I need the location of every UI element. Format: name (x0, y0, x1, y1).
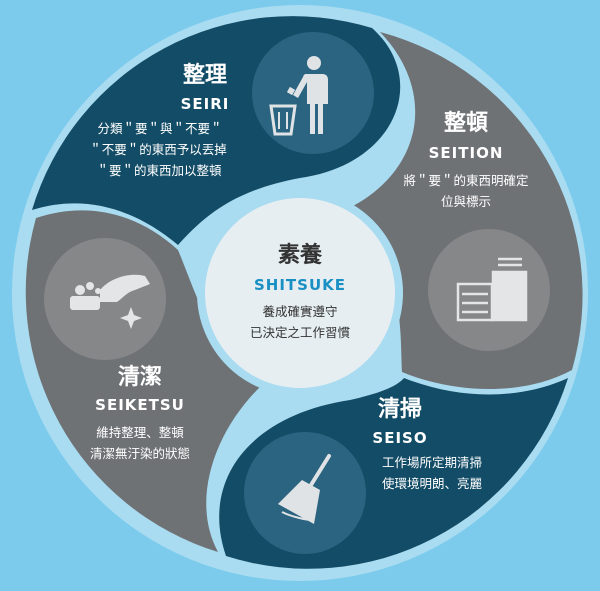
seiso-latin: SEISO (372, 429, 427, 447)
seiri-line-2: ＂不要＂的東西予以丟掉 (89, 142, 227, 157)
seiso-line-2: 使環境明朗、亮麗 (382, 476, 483, 491)
shelf-organize-icon (456, 257, 528, 322)
trash-person-icon (269, 56, 328, 136)
shitsuke-line-1: 養成確實遵守 (262, 304, 337, 319)
broom-icon (278, 454, 331, 524)
seiso-line-1: 工作場所定期清掃 (382, 455, 482, 470)
seiton-line-2: 位與標示 (441, 194, 491, 209)
seiketsu-title: 清潔 (118, 364, 162, 390)
seiso-title: 清掃 (378, 396, 422, 422)
seiton-icon-circle (428, 229, 550, 351)
cleaning-hand-icon (70, 274, 150, 329)
seiri-line-1: 分類＂要＂與＂不要＂ (97, 121, 222, 136)
shitsuke-latin: SHITSUKE (254, 276, 346, 294)
shitsuke-title: 素養 (278, 242, 322, 268)
seiri-latin: SEIRI (181, 95, 230, 113)
seiri-title: 整理 (183, 62, 227, 88)
seiketsu-line-1: 維持整理、整頓 (96, 425, 184, 440)
seiton-title: 整頓 (444, 110, 488, 136)
seiketsu-latin: SEIKETSU (95, 396, 185, 414)
seiton-latin: SEITION (429, 144, 504, 162)
seiketsu-line-2: 清潔無汙染的狀態 (90, 446, 190, 461)
seiri-line-3: ＂要＂的東西加以整頓 (96, 163, 222, 178)
shitsuke-line-2: 已決定之工作習慣 (250, 325, 351, 340)
seiton-line-1: 將＂要＂的東西明確定 (403, 173, 528, 188)
center-circle (205, 198, 395, 388)
